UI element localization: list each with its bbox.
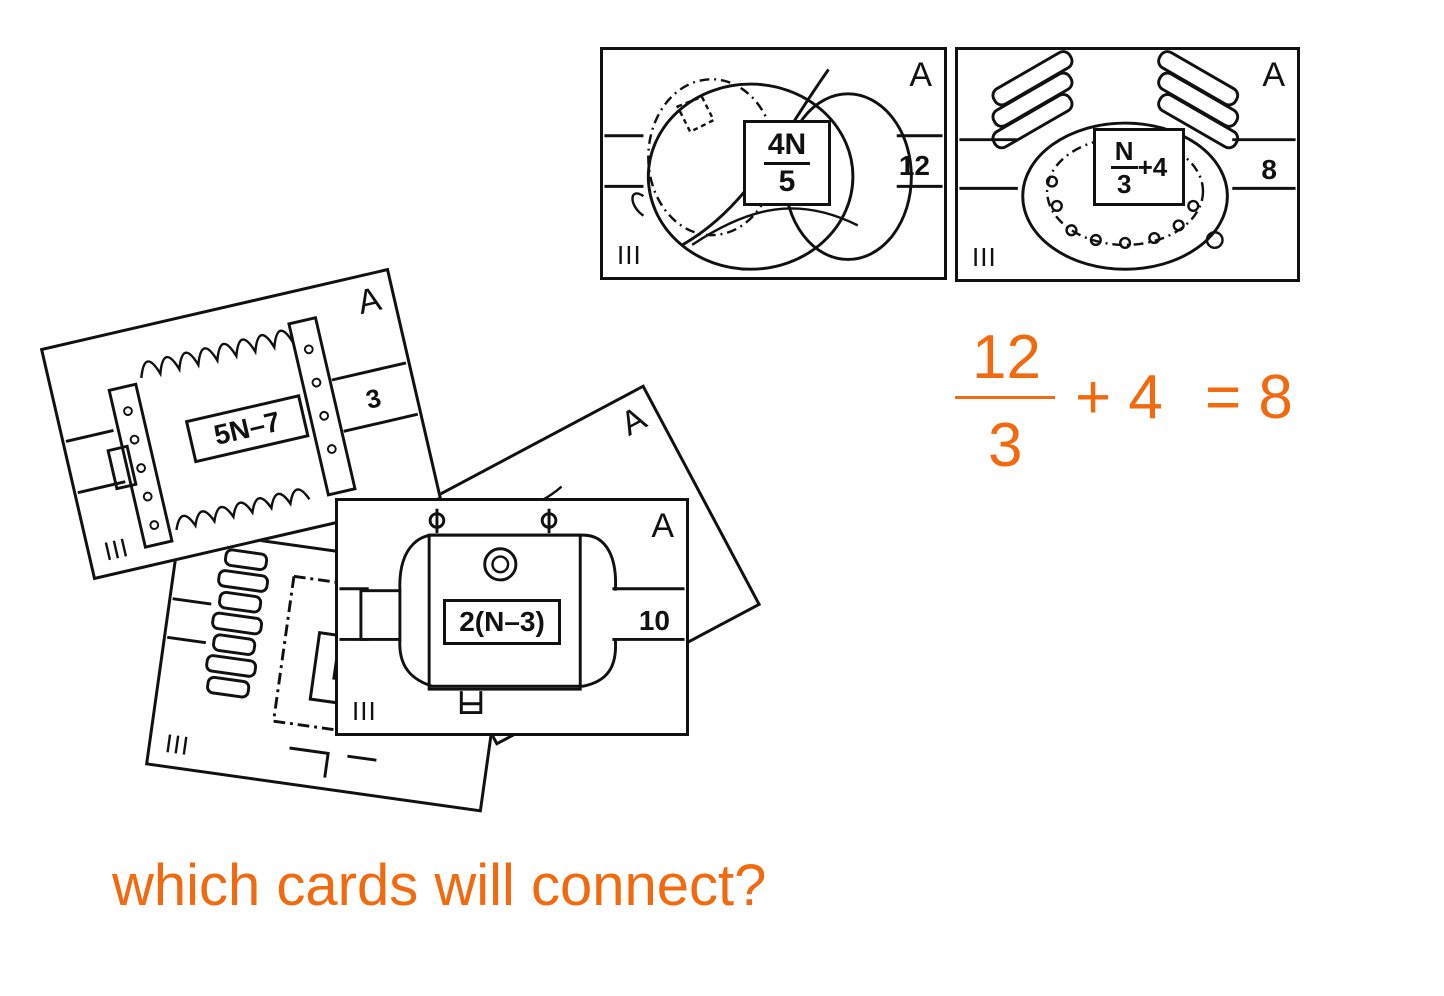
expr-numerator: 4N — [763, 129, 811, 165]
expression-box: 2(N–3) — [443, 599, 561, 645]
edge-value: 12 — [898, 150, 930, 181]
corner-letter: A — [651, 507, 674, 545]
tally-mark: III — [617, 240, 642, 270]
expr-denominator: 5 — [778, 164, 796, 198]
edge-value: 8 — [1261, 154, 1277, 185]
motor-drawing — [339, 508, 685, 714]
edge-value: 10 — [638, 605, 670, 636]
equation-fraction-bar — [955, 396, 1055, 399]
card-back-partial[interactable]: N III — [144, 527, 516, 813]
equation-numerator: 12 — [972, 323, 1041, 392]
expr-text: 5N–7 — [211, 405, 284, 451]
card-engine[interactable]: N 3 +4 A 8 III — [955, 47, 1300, 282]
partial-card-drawing — [167, 548, 377, 778]
equation-denominator: 3 — [988, 411, 1023, 480]
engine-drawing — [959, 50, 1296, 271]
corner-letter: A — [909, 56, 932, 94]
card-motor[interactable]: 2(N–3) A 10 III — [335, 498, 689, 736]
card-balloon[interactable]: 4N 5 A 12 III — [600, 47, 947, 280]
expr-addend: +4 — [1137, 151, 1168, 182]
expression-box: N 3 +4 — [1093, 128, 1185, 206]
equation-addend: + 4 — [1075, 363, 1163, 432]
radiator-drawing — [65, 316, 419, 549]
expr-denominator: 3 — [1116, 168, 1132, 199]
expression-box: 4N 5 — [743, 120, 831, 206]
question-text: which cards will connect? — [112, 853, 767, 918]
equation-result: = 8 — [1205, 363, 1293, 432]
tally-mark: III — [972, 242, 997, 272]
tally-mark: III — [163, 727, 192, 762]
corner-letter: A — [1262, 56, 1285, 94]
expr-numerator: N — [1110, 138, 1138, 169]
card-radiator[interactable]: 5N–7 A 3 III — [39, 267, 443, 581]
expr-text: 2(N–3) — [459, 606, 545, 637]
tally-mark: III — [352, 696, 377, 726]
